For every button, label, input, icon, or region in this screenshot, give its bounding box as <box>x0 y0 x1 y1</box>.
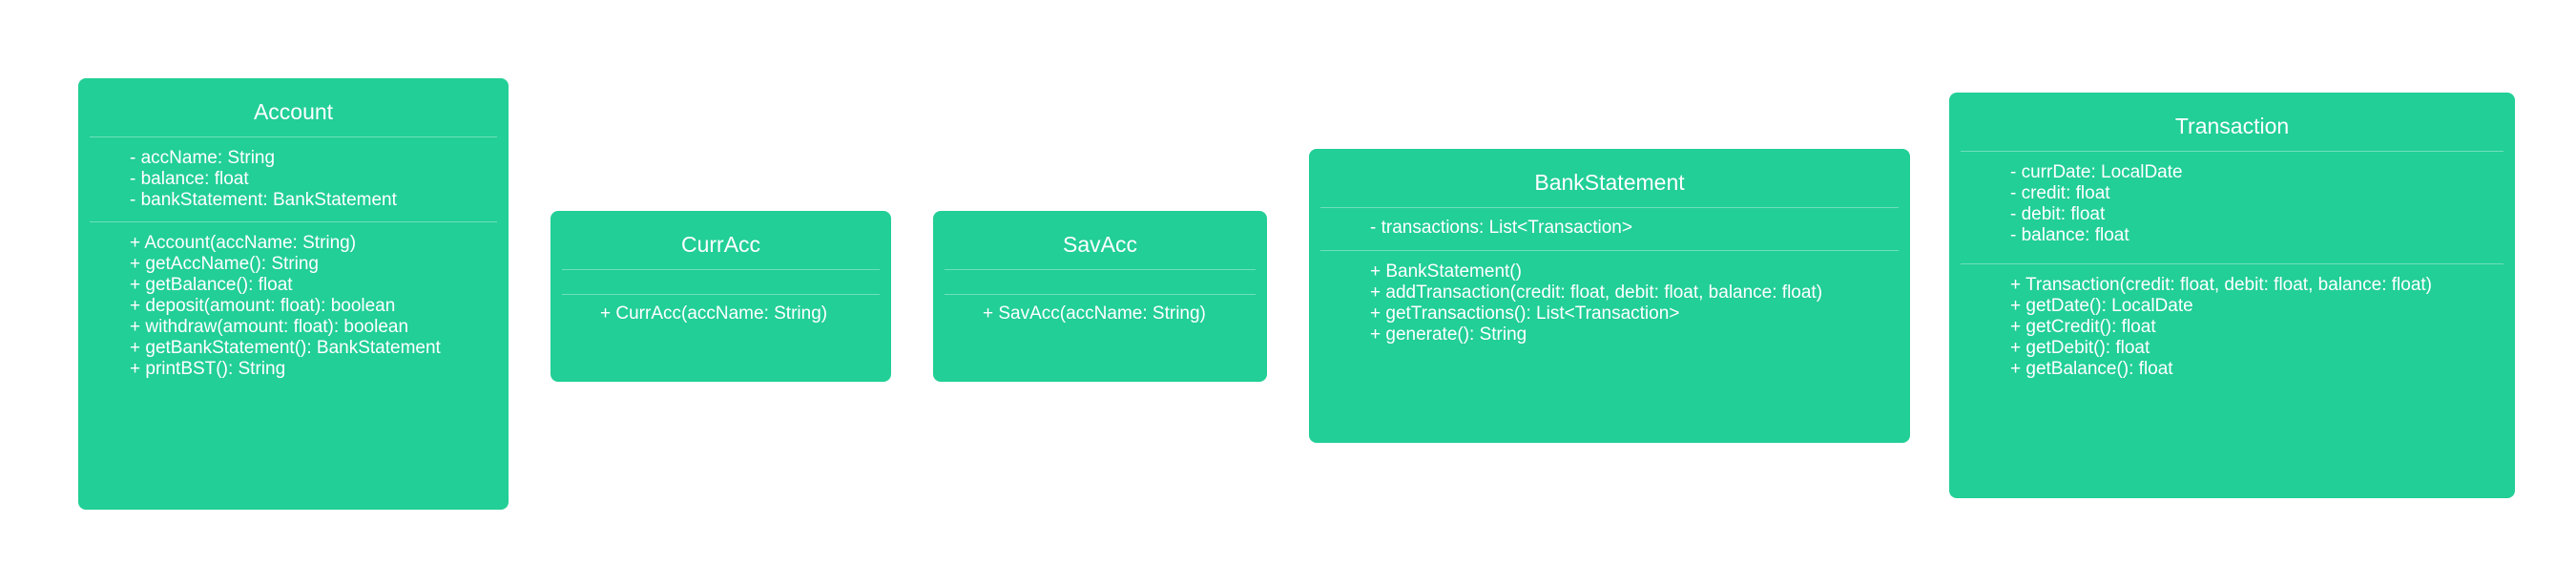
attribute-row: - balance: float <box>130 169 249 189</box>
method-row: + SavAcc(accName: String) <box>983 303 1206 324</box>
class-title: SavAcc <box>945 211 1256 270</box>
method-row: + Transaction(credit: float, debit: floa… <box>2010 275 2432 295</box>
class-title: CurrAcc <box>562 211 880 270</box>
class-title: Account <box>90 78 497 137</box>
class-transaction[interactable]: Transaction - currDate: LocalDate - cred… <box>1949 93 2515 498</box>
attributes-section <box>562 270 880 295</box>
method-row: + generate(): String <box>1370 324 1527 345</box>
attributes-section <box>945 270 1256 295</box>
method-row: + printBST(): String <box>130 359 286 379</box>
class-curracc[interactable]: CurrAcc + CurrAcc(accName: String) <box>551 211 891 382</box>
class-account[interactable]: Account - accName: String - balance: flo… <box>78 78 509 510</box>
attribute-row: - credit: float <box>2010 183 2110 203</box>
method-row: + CurrAcc(accName: String) <box>600 303 828 324</box>
attribute-row: - bankStatement: BankStatement <box>130 190 397 210</box>
attributes-section: - currDate: LocalDate - credit: float - … <box>1961 152 2503 264</box>
method-row: + getBalance(): float <box>2010 359 2173 379</box>
class-title: BankStatement <box>1320 149 1899 208</box>
method-row: + deposit(amount: float): boolean <box>130 296 396 316</box>
attributes-section: - transactions: List<Transaction> <box>1320 208 1899 251</box>
attribute-row: - balance: float <box>2010 225 2129 245</box>
attributes-section: - accName: String - balance: float - ban… <box>90 137 497 222</box>
method-row: + getBalance(): float <box>130 275 293 295</box>
method-row: + BankStatement() <box>1370 262 1522 282</box>
method-row: + withdraw(amount: float): boolean <box>130 317 409 337</box>
class-savacc[interactable]: SavAcc + SavAcc(accName: String) <box>933 211 1267 382</box>
attribute-row: - transactions: List<Transaction> <box>1370 218 1632 238</box>
methods-section: + BankStatement() + addTransaction(credi… <box>1320 262 1899 356</box>
method-row: + getTransactions(): List<Transaction> <box>1370 303 1680 324</box>
method-row: + getDate(): LocalDate <box>2010 296 2193 316</box>
class-bankstatement[interactable]: BankStatement - transactions: List<Trans… <box>1309 149 1910 443</box>
methods-section: + Transaction(credit: float, debit: floa… <box>1961 275 2503 390</box>
method-row: + getAccName(): String <box>130 254 319 274</box>
method-row: + addTransaction(credit: float, debit: f… <box>1370 283 1823 303</box>
attribute-row: - accName: String <box>130 148 276 168</box>
method-row: + getCredit(): float <box>2010 317 2156 337</box>
method-row: + getDebit(): float <box>2010 338 2150 358</box>
attribute-row: - debit: float <box>2010 204 2106 224</box>
methods-section: + Account(accName: String) + getAccName(… <box>90 233 497 390</box>
class-title: Transaction <box>1961 93 2503 152</box>
attribute-row: - currDate: LocalDate <box>2010 162 2183 182</box>
method-row: + getBankStatement(): BankStatement <box>130 338 441 358</box>
method-row: + Account(accName: String) <box>130 233 357 253</box>
methods-section: + SavAcc(accName: String) <box>945 295 1256 335</box>
methods-section: + CurrAcc(accName: String) <box>562 295 880 335</box>
